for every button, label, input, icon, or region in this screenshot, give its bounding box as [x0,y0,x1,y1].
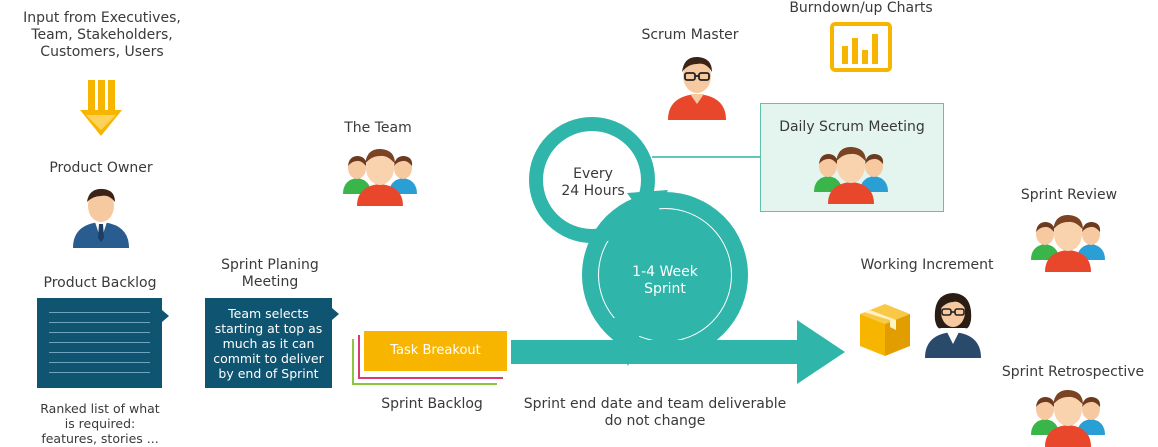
product-owner-icon [73,188,129,248]
product-backlog-card [37,298,169,388]
sprint-review-label: Sprint Review [1020,187,1118,203]
daily-cycle-arrowhead [627,190,668,226]
down-arrows-icon [80,80,122,136]
sprint-length-label: 1-4 Week Sprint [632,264,698,297]
sprint-cycle-disc [599,209,731,341]
retro-team-icon [1031,389,1105,447]
daily-scrum-label: Daily Scrum Meeting [779,119,925,135]
woman-icon [925,293,981,358]
team-selects-text: Team selects starting at top as much as … [213,306,324,381]
team-icon [343,148,417,206]
review-team-icon [1031,214,1105,272]
daily-team-icon [814,146,888,204]
scrum-master-icon [668,56,726,120]
box-icon [860,304,910,356]
daily-scrum-panel: Daily Scrum Meeting [760,103,944,212]
working-increment-label: Working Increment [860,257,994,273]
task-breakout-card: Task Breakout [364,331,507,371]
flow-arrow-head [797,320,845,384]
sprint-planning-label: Sprint Planing Meeting [221,257,319,290]
product-backlog-label: Product Backlog [43,275,157,291]
flow-arrow-body [511,340,803,364]
burndown-chart-icon [830,22,892,72]
burndown-label: Burndown/up Charts [789,0,933,16]
team-selects-card: Team selects starting at top as much as … [205,298,339,388]
sprint-retro-label: Sprint Retrospective [1001,364,1145,380]
product-owner-label: Product Owner [49,160,153,176]
scrum-master-label: Scrum Master [641,27,739,43]
input-label: Input from Executives, Team, Stakeholder… [23,10,181,60]
sprint-backlog-label: Sprint Backlog [381,396,483,412]
ranked-list-label: Ranked list of what is required: feature… [40,401,160,446]
backlog-stack-green [352,339,497,385]
the-team-label: The Team [344,120,412,136]
backlog-stack-pink [358,335,503,379]
daily-cycle-ring [529,117,655,243]
every-24-hours-label: Every 24 Hours [561,166,625,199]
end-date-label: Sprint end date and team deliverable do … [523,396,787,429]
